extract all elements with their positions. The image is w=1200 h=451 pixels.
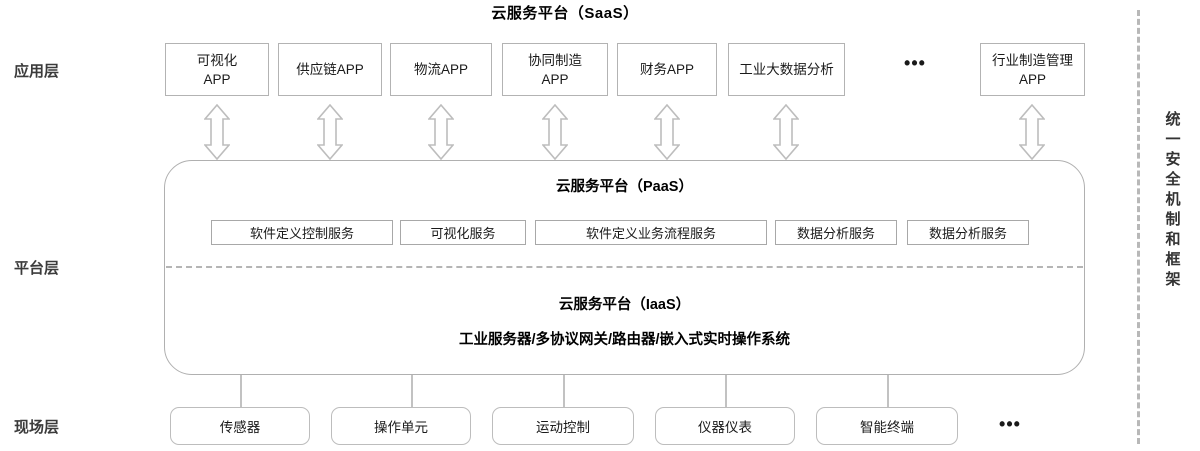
- paas-service-label: 数据分析服务: [796, 226, 875, 241]
- layer-label-application: 应用层: [14, 63, 60, 80]
- field-connector-line: [411, 375, 413, 407]
- platform-divider: [166, 266, 1083, 268]
- app-box[interactable]: 协同制造 APP: [502, 43, 608, 96]
- field-device-label: 操作单元: [374, 420, 428, 435]
- paas-service-label: 可视化服务: [430, 226, 496, 241]
- app-box-label: 工业大数据分析: [739, 62, 834, 77]
- layer-label-platform: 平台层: [14, 260, 60, 277]
- field-connector-line: [887, 375, 889, 407]
- field-device-box[interactable]: 仪器仪表: [655, 407, 795, 445]
- app-box[interactable]: 供应链APP: [278, 43, 382, 96]
- iaas-subheading: 工业服务器/多协议网关/路由器/嵌入式实时操作系统: [458, 332, 791, 348]
- field-connector-line: [240, 375, 242, 407]
- app-box[interactable]: 可视化 APP: [165, 43, 269, 96]
- paas-service-box[interactable]: 软件定义控制服务: [211, 220, 393, 245]
- paas-service-label: 软件定义控制服务: [249, 226, 354, 241]
- app-box-label: 协同制造 APP: [528, 52, 582, 87]
- field-device-box[interactable]: 智能终端: [816, 407, 958, 445]
- layer-label-field: 现场层: [14, 419, 60, 436]
- field-device-box[interactable]: 运动控制: [492, 407, 634, 445]
- app-box[interactable]: 行业制造管理 APP: [980, 43, 1085, 96]
- app-box-label: 物流APP: [413, 62, 468, 77]
- paas-service-label: 软件定义业务流程服务: [585, 226, 716, 241]
- field-device-box[interactable]: 操作单元: [331, 407, 471, 445]
- bidirectional-arrow-icon: [772, 103, 800, 161]
- paas-service-box[interactable]: 可视化服务: [400, 220, 526, 245]
- field-connector-line: [725, 375, 727, 407]
- field-device-label: 传感器: [219, 420, 261, 435]
- app-box[interactable]: 物流APP: [390, 43, 492, 96]
- paas-service-box[interactable]: 数据分析服务: [775, 220, 897, 245]
- bidirectional-arrow-icon: [203, 103, 231, 161]
- application-ellipsis: •••: [904, 53, 926, 73]
- app-box-label: 财务APP: [639, 62, 694, 77]
- field-connector-line: [563, 375, 565, 407]
- bidirectional-arrow-icon: [427, 103, 455, 161]
- paas-service-box[interactable]: 软件定义业务流程服务: [535, 220, 767, 245]
- field-ellipsis: •••: [999, 414, 1021, 434]
- bidirectional-arrow-icon: [653, 103, 681, 161]
- app-box[interactable]: 工业大数据分析: [728, 43, 845, 96]
- bidirectional-arrow-icon: [541, 103, 569, 161]
- paas-service-label: 数据分析服务: [928, 226, 1007, 241]
- bidirectional-arrow-icon: [316, 103, 344, 161]
- app-box[interactable]: 财务APP: [617, 43, 717, 96]
- security-band-label: 统一安全机制和框架: [1165, 111, 1181, 288]
- app-box-label: 行业制造管理 APP: [992, 52, 1073, 87]
- security-dashed-divider: [1137, 10, 1140, 444]
- field-device-label: 智能终端: [860, 420, 914, 435]
- iaas-heading: 云服务平台（IaaS）: [558, 297, 691, 313]
- field-device-label: 仪器仪表: [698, 420, 752, 435]
- app-box-label: 可视化 APP: [196, 52, 238, 87]
- field-device-box[interactable]: 传感器: [170, 407, 310, 445]
- paas-heading: 云服务平台（PaaS）: [556, 179, 693, 195]
- app-box-label: 供应链APP: [296, 62, 364, 77]
- field-device-label: 运动控制: [536, 420, 590, 435]
- paas-service-box[interactable]: 数据分析服务: [907, 220, 1029, 245]
- diagram-title: 云服务平台（SaaS）: [491, 5, 639, 22]
- bidirectional-arrow-icon: [1018, 103, 1046, 161]
